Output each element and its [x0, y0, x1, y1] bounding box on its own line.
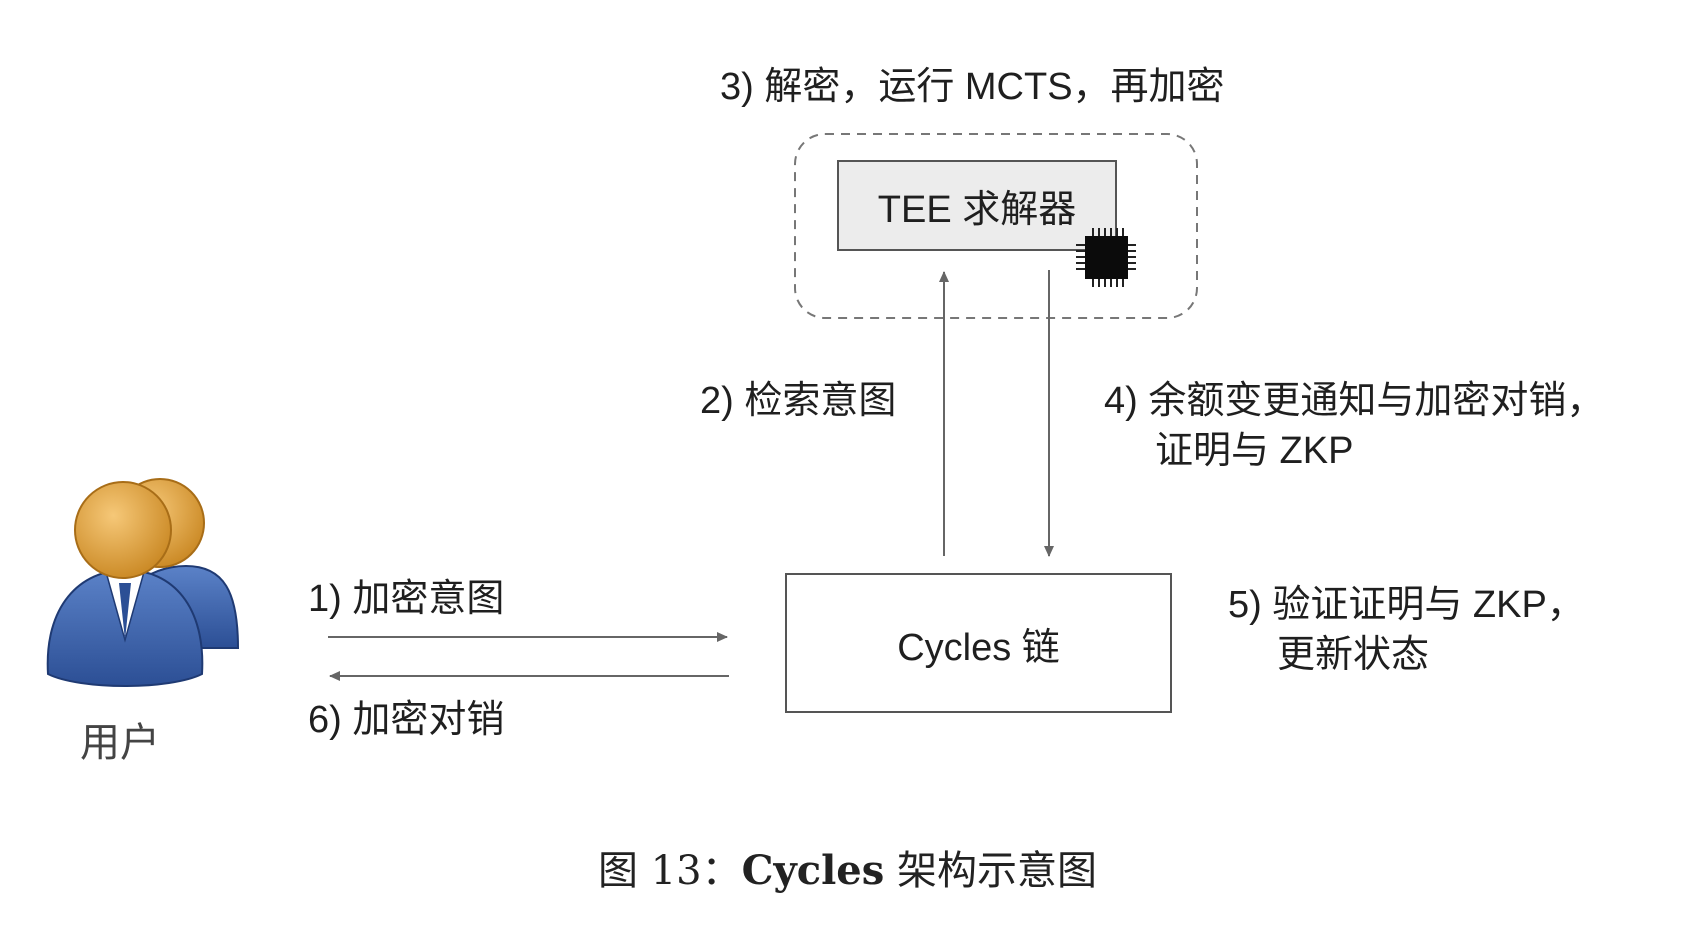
caption-prefix: 图 13：: [598, 848, 742, 894]
figure-caption: 图 13：Cycles 架构示意图: [0, 838, 1695, 896]
tee-solver-box: [837, 160, 1117, 251]
step4-label-line1: 4) 余额变更通知与加密对销，: [1104, 380, 1605, 422]
step5-label-line2: 更新状态: [1277, 634, 1430, 676]
chip-icon: [1076, 228, 1136, 287]
user-label: 用户: [80, 721, 160, 765]
cycles-chain-box: [785, 573, 1172, 713]
tee-enclosure: [794, 133, 1198, 319]
users-icon: [46, 478, 240, 687]
step1-label: 1) 加密意图: [308, 578, 505, 620]
step6-label: 6) 加密对销: [308, 699, 505, 741]
step2-label: 2) 检索意图: [700, 380, 897, 422]
tee-solver-label: TEE 求解器: [877, 189, 1077, 231]
step5-label-line1: 5) 验证证明与 ZKP，: [1228, 584, 1585, 626]
step3-label: 3) 解密，运行 MCTS，再加密: [720, 66, 1225, 108]
caption-suffix: 架构示意图: [884, 848, 1097, 894]
caption-bold: Cycles: [741, 847, 885, 894]
step4-label-line2: 证明与 ZKP: [1155, 430, 1354, 472]
cycles-chain-label: Cycles 链: [897, 626, 1060, 669]
